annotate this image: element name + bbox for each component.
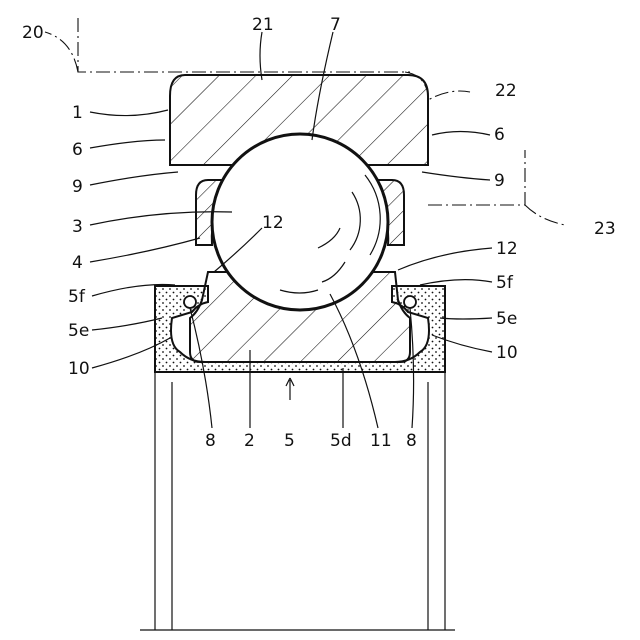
label-21: 21 <box>252 15 274 35</box>
leader-9-left <box>90 172 178 185</box>
ref-leader-20 <box>45 32 78 72</box>
label-8-left: 8 <box>205 431 216 451</box>
leader-6-left <box>90 140 165 148</box>
ball <box>212 134 388 310</box>
label-5f-left: 5f <box>68 287 86 307</box>
leader-5e-right <box>440 318 492 319</box>
label-20: 20 <box>22 23 44 43</box>
label-2: 2 <box>244 431 255 451</box>
ref-line-20 <box>78 18 410 72</box>
leader-9-right <box>422 172 490 180</box>
groove-right <box>404 296 416 308</box>
label-1: 1 <box>72 103 83 123</box>
leader-6-right <box>432 132 490 136</box>
label-9-left: 9 <box>72 177 83 197</box>
label-3: 3 <box>72 217 83 237</box>
label-12-left: 12 <box>262 213 284 233</box>
label-7: 7 <box>330 15 341 35</box>
label-5e-right: 5e <box>496 309 517 329</box>
leader-1 <box>90 110 168 116</box>
label-10-right: 10 <box>496 343 518 363</box>
label-12-right: 12 <box>496 239 518 259</box>
label-11: 11 <box>370 431 392 451</box>
label-9-right: 9 <box>494 171 505 191</box>
leader-5f-right <box>420 280 492 285</box>
label-5d: 5d <box>330 431 352 451</box>
label-22: 22 <box>495 81 517 101</box>
label-10-left: 10 <box>68 359 90 379</box>
label-6-left: 6 <box>72 140 83 160</box>
label-8-right: 8 <box>406 431 417 451</box>
groove-left <box>184 296 196 308</box>
ref-leader-23 <box>525 205 565 225</box>
leader-12-right <box>398 248 492 270</box>
ref-line-23 <box>428 150 525 205</box>
leader-5e-left <box>92 318 162 330</box>
label-5f-right: 5f <box>496 273 514 293</box>
label-4: 4 <box>72 253 83 273</box>
label-5: 5 <box>284 431 295 451</box>
housing-lines <box>140 372 455 630</box>
leader-21 <box>260 32 262 80</box>
leader-4 <box>90 238 200 262</box>
label-5e-left: 5e <box>68 321 89 341</box>
label-23: 23 <box>594 219 616 239</box>
label-6-right: 6 <box>494 125 505 145</box>
